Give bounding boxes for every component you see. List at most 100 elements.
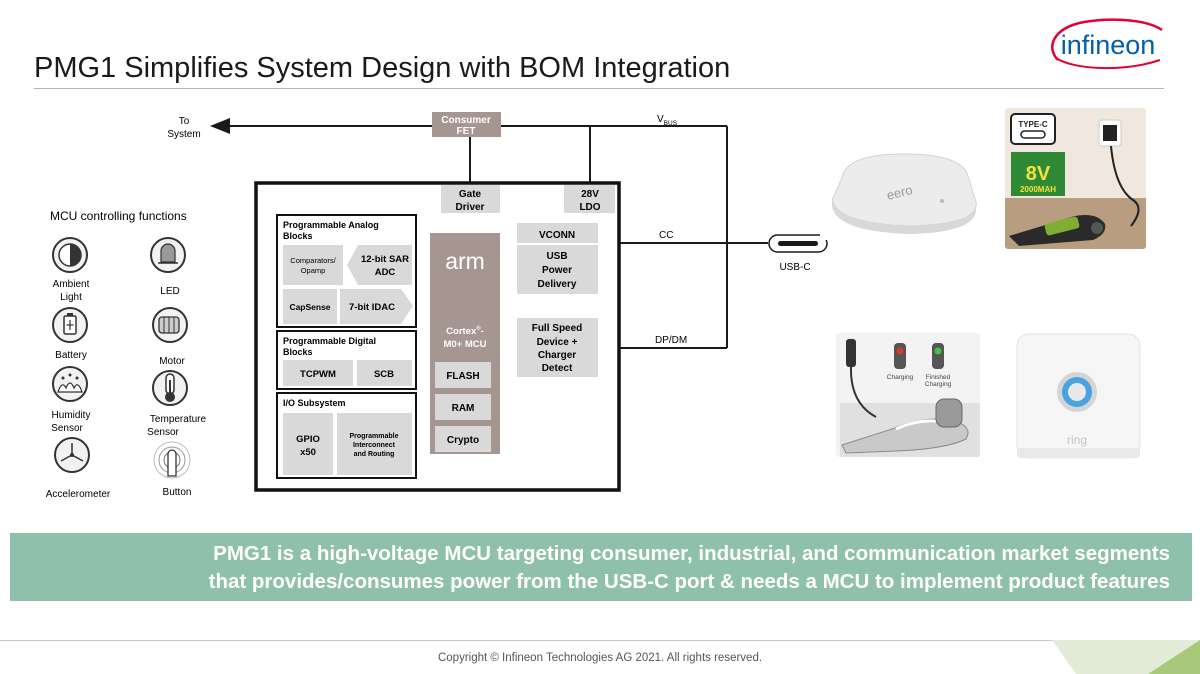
- usb-pd-label-1: USB: [546, 251, 567, 262]
- ram-label: RAM: [452, 403, 475, 414]
- finished-charging-label-2: Charging: [925, 381, 952, 388]
- logo-arc-bottom: [1055, 57, 1161, 70]
- ldo-block: [564, 185, 615, 213]
- full-speed-label-3: Charger: [538, 350, 576, 361]
- accelerometer-icon: [54, 437, 90, 473]
- temperature-sensor-icon: [152, 370, 188, 406]
- full-speed-block: [517, 318, 598, 377]
- interconnect-label-1: Programmable: [349, 433, 398, 440]
- usb-pd-block: [517, 223, 598, 294]
- gpio-label-2: x50: [300, 447, 316, 458]
- rotary-tool-photo: TYPE-C 8V 2000MAH: [1005, 108, 1146, 249]
- banner-line-2: that provides/consumes power from the US…: [208, 570, 1170, 593]
- infineon-logo: infineon: [1051, 18, 1163, 70]
- temperature-label-1: Temperature: [150, 414, 207, 425]
- mcu-functions-heading: MCU controlling functions: [50, 209, 187, 223]
- cc-label: CC: [659, 230, 673, 241]
- digital-title-1: Programmable Digital: [283, 336, 376, 346]
- ring-brand-text: ring: [1067, 433, 1087, 447]
- interconnect-block: [337, 413, 412, 475]
- led-label: LED: [160, 286, 179, 297]
- interconnect-label-3: and Routing: [354, 451, 395, 458]
- ring-base-station-photo: ring: [1013, 332, 1144, 463]
- full-speed-label-2: Device +: [537, 337, 578, 348]
- voltage-badge-text: 8V: [1026, 163, 1051, 185]
- consumer-fet-label-2: FET: [457, 126, 476, 137]
- full-speed-label-1: Full Speed: [532, 323, 583, 334]
- scb-block: [357, 360, 412, 386]
- usb-c-label: USB-C: [779, 262, 810, 273]
- usb-pd-label-2: Power: [542, 265, 572, 276]
- copyright-text: Copyright © Infineon Technologies AG 202…: [437, 652, 763, 664]
- temperature-label-2: Sensor: [147, 427, 179, 438]
- consumer-fet-label-1: Consumer: [441, 115, 491, 126]
- capacity-badge-text: 2000MAH: [1020, 185, 1056, 194]
- capsense-block: [283, 289, 337, 324]
- usb-pd-label-3: Delivery: [538, 279, 577, 290]
- analog-title-1: Programmable Analog: [283, 220, 379, 230]
- system-block-diagram: Consumer FET To System VBUS Gate Driver …: [46, 112, 828, 500]
- idac-label: 7-bit IDAC: [349, 302, 395, 313]
- eero-router-illustration: eero: [820, 140, 988, 240]
- finished-charging-label-1: Finished: [926, 374, 951, 381]
- cortex-label-2: M0+ MCU: [443, 339, 486, 350]
- type-c-badge-text: TYPE-C: [1018, 120, 1048, 129]
- footer-divider: [0, 640, 1060, 641]
- battery-icon: [52, 307, 88, 343]
- ldo-label-2: LDO: [579, 202, 600, 213]
- logo-arc-top: [1051, 18, 1163, 61]
- accelerometer-label: Accelerometer: [46, 489, 111, 500]
- slide-title: PMG1 Simplifies System Design with BOM I…: [34, 52, 731, 84]
- usb-c-tongue: [778, 241, 818, 246]
- vconn-label: VCONN: [539, 230, 575, 241]
- comparators-label-2: Opamp: [301, 266, 326, 275]
- tcpwm-block: [283, 360, 353, 386]
- analog-title-2: Blocks: [283, 231, 313, 241]
- to-system-label-1: To: [179, 116, 190, 127]
- ram-block: [435, 394, 491, 420]
- humidity-sensor-icon: [52, 366, 88, 402]
- ambient-light-label-2: Light: [60, 292, 82, 303]
- gate-driver-block: [441, 185, 500, 213]
- gate-driver-label-2: Driver: [456, 202, 485, 213]
- sar-adc-block: [347, 245, 412, 285]
- capsense-label: CapSense: [289, 302, 330, 312]
- logo-text: infineon: [1061, 30, 1156, 60]
- ambient-light-icon: [52, 237, 88, 273]
- sar-adc-label-2: ADC: [375, 267, 396, 278]
- to-system-label-2: System: [167, 129, 200, 140]
- summary-banner: PMG1 is a high-voltage MCU targeting con…: [10, 533, 1192, 601]
- ldo-label-1: 28V: [581, 189, 599, 200]
- flash-block: [435, 362, 491, 388]
- eero-router-photo: eero: [820, 140, 988, 240]
- button-label: Button: [163, 487, 192, 498]
- ambient-light-label-1: Ambient: [53, 279, 90, 290]
- gpio-label-1: GPIO: [296, 434, 320, 445]
- charging-label: Charging: [887, 374, 914, 381]
- cortex-label-1: Cortex®-: [446, 325, 484, 337]
- idac-block: [340, 289, 413, 324]
- handheld-vacuum-illustration: Charging Finished Charging: [836, 333, 980, 457]
- crypto-label: Crypto: [447, 435, 479, 446]
- full-speed-label-4: Detect: [542, 363, 573, 374]
- dpdm-label: DP/DM: [655, 335, 687, 346]
- io-title: I/O Subsystem: [283, 398, 346, 408]
- motor-icon: [152, 307, 188, 343]
- digital-title-2: Blocks: [283, 347, 313, 357]
- scb-label: SCB: [374, 369, 394, 380]
- handheld-vacuum-photo: Charging Finished Charging: [836, 333, 980, 457]
- arm-logo-text: arm: [445, 248, 485, 274]
- interconnect-label-2: Interconnect: [353, 442, 396, 449]
- battery-label: Battery: [55, 350, 87, 361]
- tcpwm-label: TCPWM: [300, 369, 336, 380]
- crypto-block: [435, 426, 491, 452]
- rotary-tool-illustration: TYPE-C 8V 2000MAH: [1005, 108, 1146, 249]
- gate-driver-label-1: Gate: [459, 189, 482, 200]
- consumer-fet-block: [432, 112, 501, 137]
- button-icon: [153, 441, 191, 479]
- comparators-label-1: Comparators/: [290, 256, 336, 265]
- ring-base-station-illustration: ring: [1013, 332, 1144, 463]
- eero-brand-text: eero: [885, 182, 914, 203]
- title-divider: [34, 88, 1164, 89]
- flash-label: FLASH: [446, 371, 479, 382]
